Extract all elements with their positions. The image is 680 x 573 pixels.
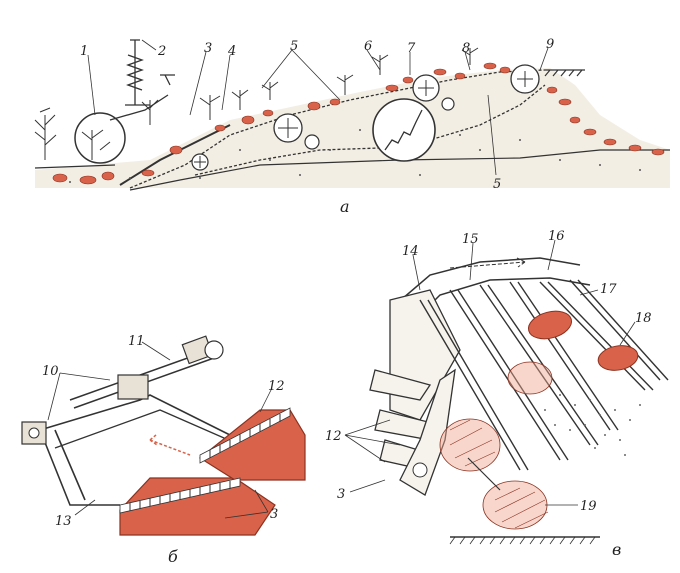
agitator-wheel xyxy=(372,98,436,162)
top-chain xyxy=(394,257,581,306)
frame-hatch xyxy=(544,69,585,77)
labels-panel-c: 14 15 16 17 18 12 3 19 в xyxy=(325,229,652,559)
label-11: 11 xyxy=(128,334,145,349)
comb-teeth-marks xyxy=(129,414,281,511)
plant-tops xyxy=(34,47,479,160)
panel-label-c: в xyxy=(612,540,621,559)
leader-lines-b xyxy=(47,341,273,519)
soil-particles xyxy=(69,129,641,183)
label-7: 7 xyxy=(407,41,416,56)
leader-lines-c xyxy=(344,239,636,506)
panel-label-b: б xyxy=(168,547,178,566)
spring-mechanism xyxy=(125,39,150,106)
front-wheel xyxy=(74,112,126,164)
panel-c-drawing xyxy=(344,239,669,545)
panel-a-drawing xyxy=(34,39,670,191)
ground-c-hatch xyxy=(449,536,596,545)
frame-rail-top xyxy=(39,394,231,436)
crank-lever xyxy=(399,368,456,496)
label-12-arms: 12 xyxy=(325,429,342,444)
label-12: 12 xyxy=(268,379,285,394)
label-19: 19 xyxy=(580,499,597,514)
leader-lines-a xyxy=(87,39,549,176)
crank-pivot xyxy=(412,462,428,478)
label-10: 10 xyxy=(42,364,59,379)
labels-panel-a: 1 2 3 4 5 6 7 8 9 5 а xyxy=(80,37,554,216)
label-16: 16 xyxy=(548,229,565,244)
tuber-ghosts xyxy=(439,361,553,530)
pivot-arm xyxy=(109,74,175,121)
label-3: 3 xyxy=(204,41,212,56)
panel-label-a: а xyxy=(340,197,350,216)
label-8: 8 xyxy=(462,41,470,56)
flow-arrow xyxy=(449,257,526,269)
label-18: 18 xyxy=(635,311,652,326)
sieve-plate-back xyxy=(198,409,306,481)
roller-crosses xyxy=(194,71,533,168)
frame-rail-mid xyxy=(54,409,241,449)
labels-panel-b: 10 11 12 13 3 б xyxy=(42,334,285,566)
tuber-18 xyxy=(597,345,639,371)
label-15: 15 xyxy=(462,232,479,247)
label-9: 9 xyxy=(546,37,554,52)
drop-arrow xyxy=(467,457,501,491)
roller-small-3 xyxy=(441,97,455,111)
falling-soil xyxy=(544,394,641,456)
label-5: 5 xyxy=(290,39,298,54)
label-4: 4 xyxy=(227,44,236,59)
motion-arrow xyxy=(149,434,191,456)
panel-b-drawing xyxy=(21,335,306,536)
potato-tubers xyxy=(52,62,665,185)
label-13: 13 xyxy=(55,514,72,529)
roller-small-2 xyxy=(304,134,320,150)
bearing-left-hub xyxy=(28,427,40,439)
tuber-hatching xyxy=(449,419,549,529)
agitator-blades xyxy=(384,109,423,151)
frame-rail-left xyxy=(39,429,120,506)
label-17: 17 xyxy=(600,282,617,297)
bearing-right xyxy=(117,374,149,400)
tuber-16 xyxy=(527,310,573,340)
shaft-gear xyxy=(204,340,224,360)
label-6: 6 xyxy=(364,39,372,54)
label-3-sieve: 3 xyxy=(270,507,278,522)
label-2: 2 xyxy=(157,44,166,59)
label-3-lever: 3 xyxy=(337,487,345,502)
label-14: 14 xyxy=(402,244,419,259)
label-1: 1 xyxy=(80,44,88,59)
sieve-plate-front xyxy=(119,477,276,536)
label-5-lower: 5 xyxy=(493,177,501,192)
